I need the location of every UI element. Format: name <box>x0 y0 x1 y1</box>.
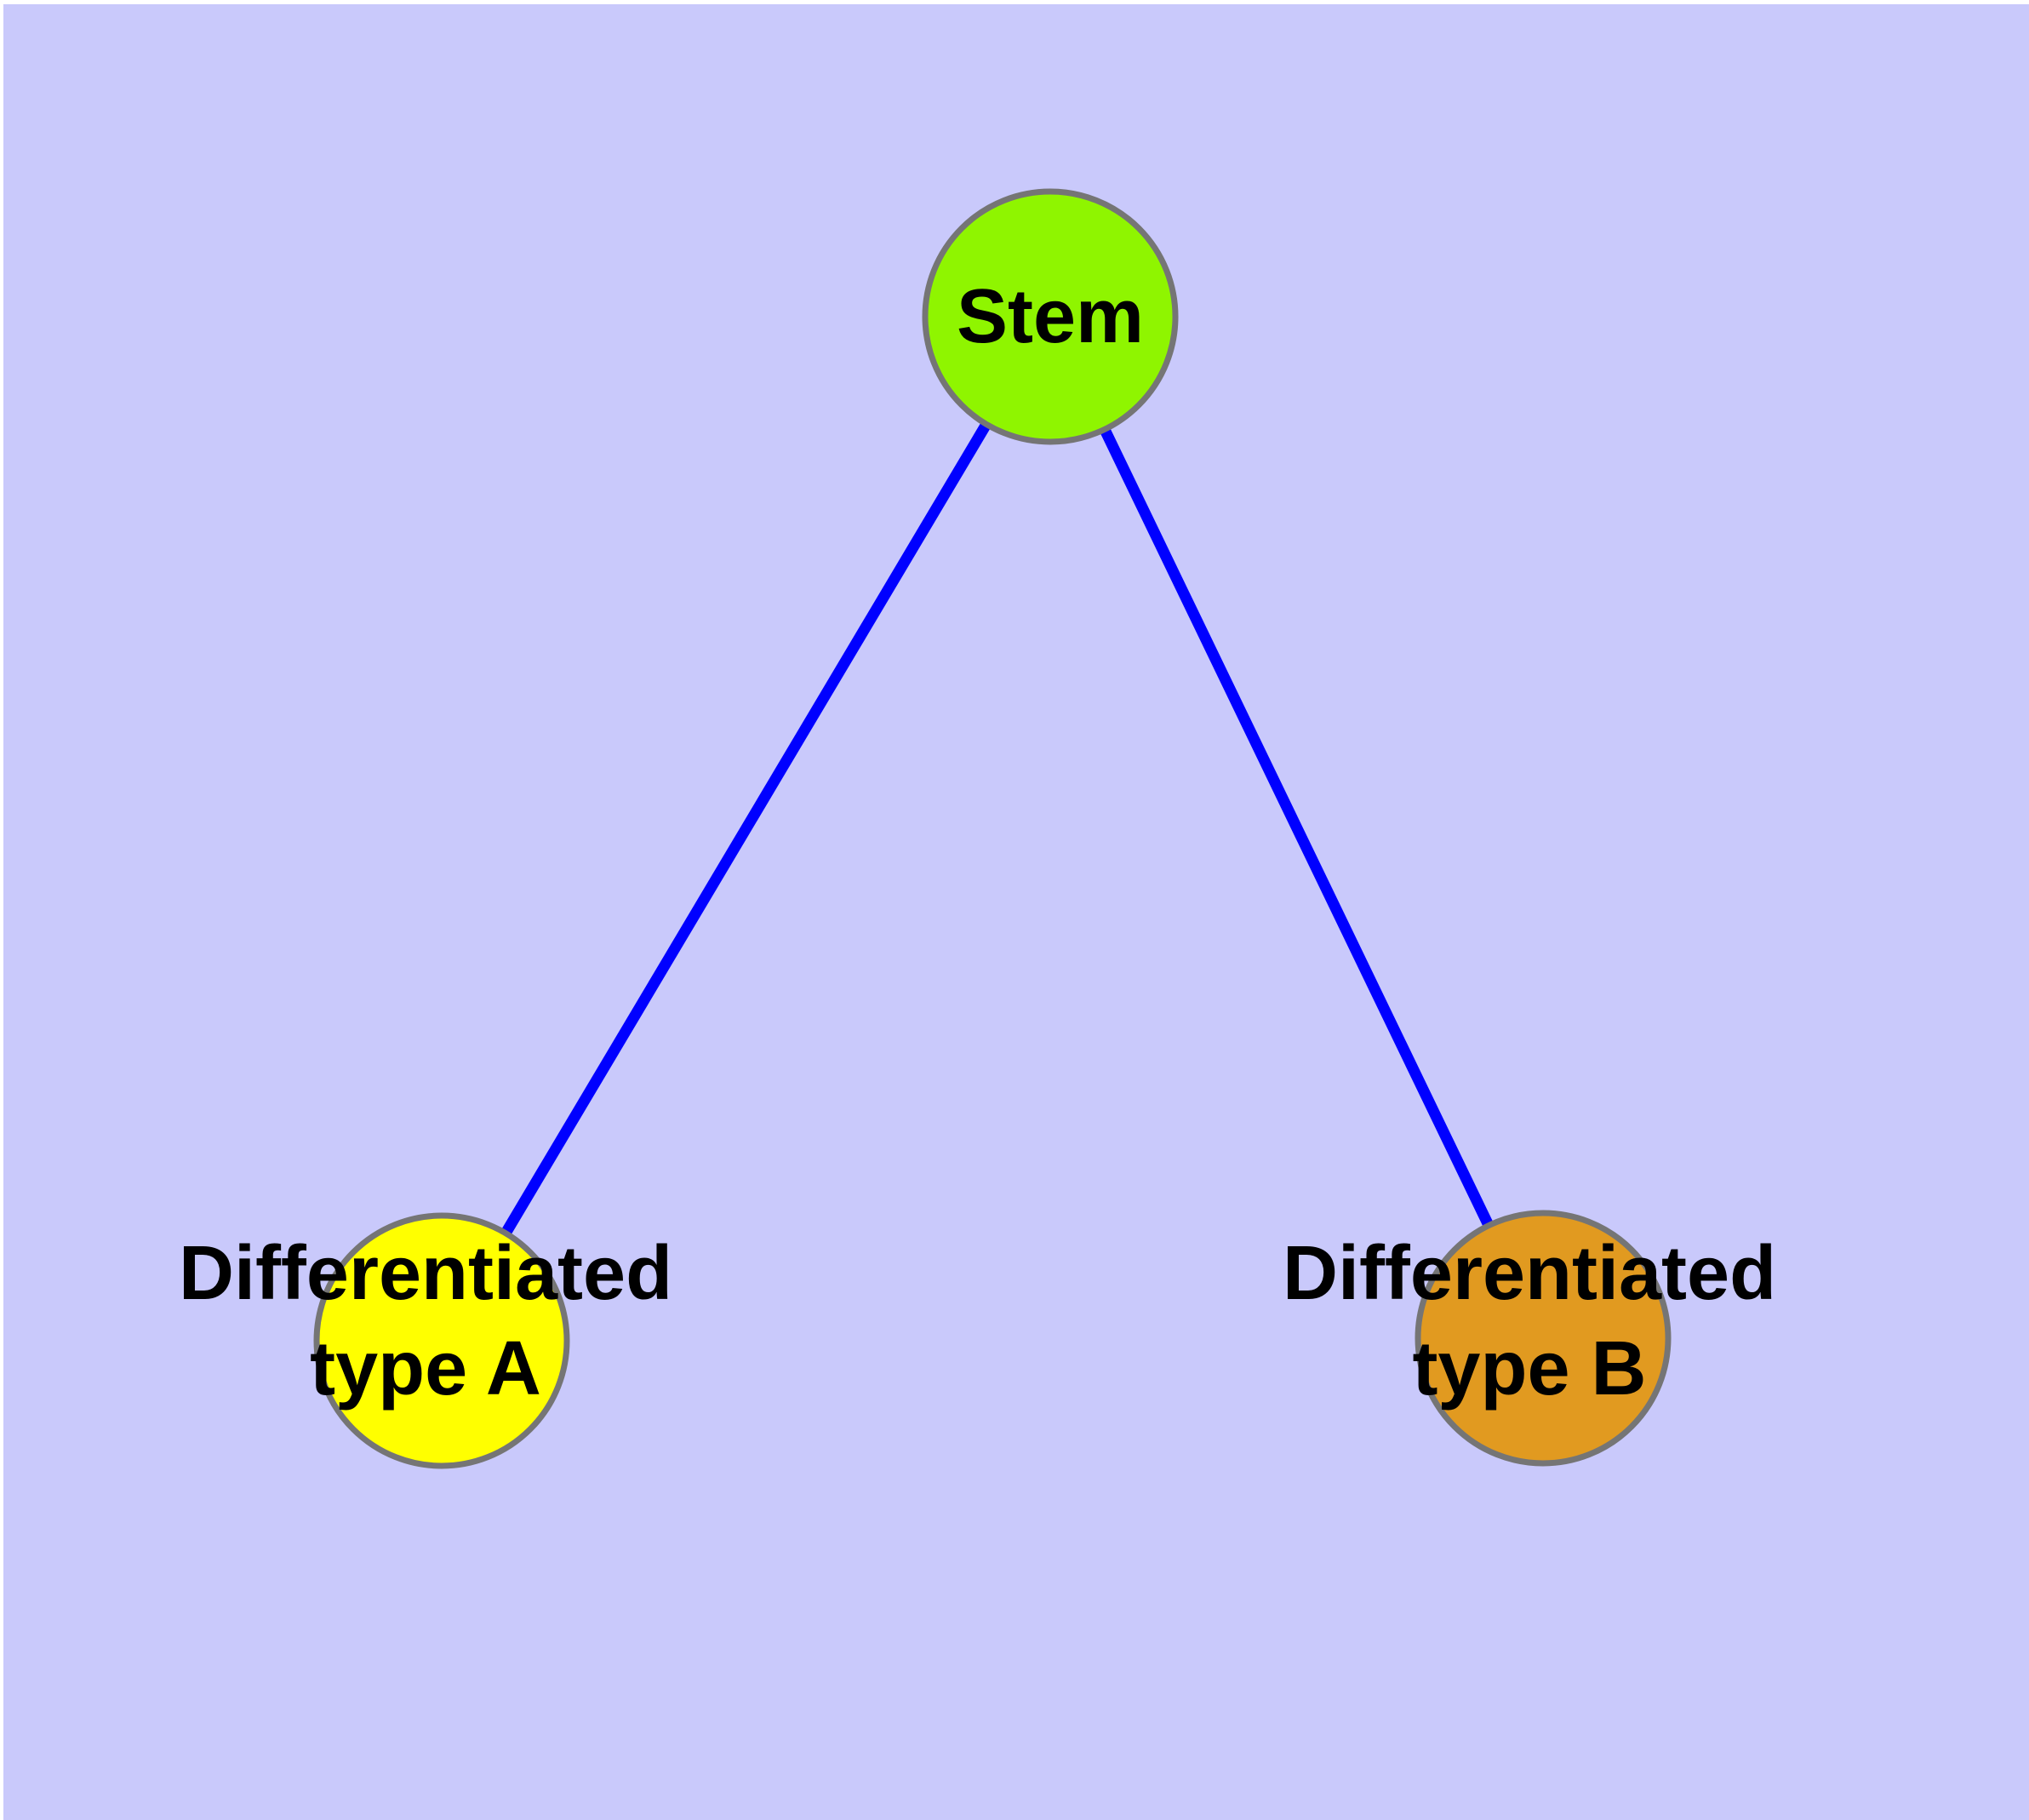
node-type-b-label-line1: Differentiated <box>1282 1231 1777 1316</box>
node-type-a-label-line1: Differentiated <box>178 1231 673 1316</box>
graph-plot <box>3 4 2029 1820</box>
edge-stem-to-type-a <box>437 313 1055 1344</box>
node-differentiated-type-b-label: Differentiated type B <box>1283 1226 1776 1417</box>
node-type-a-label-line2: type A <box>310 1326 541 1411</box>
edge-stem-to-type-b <box>1045 314 1548 1341</box>
node-differentiated-type-b <box>1415 1210 1672 1467</box>
node-stem-label: Stem <box>957 269 1144 364</box>
node-differentiated-type-a <box>313 1212 570 1469</box>
node-type-b-label-line2: type B <box>1412 1326 1647 1411</box>
node-stem-label-line1: Stem <box>956 274 1145 359</box>
node-stem <box>922 188 1179 445</box>
node-differentiated-type-a-label: Differentiated type A <box>179 1226 672 1417</box>
